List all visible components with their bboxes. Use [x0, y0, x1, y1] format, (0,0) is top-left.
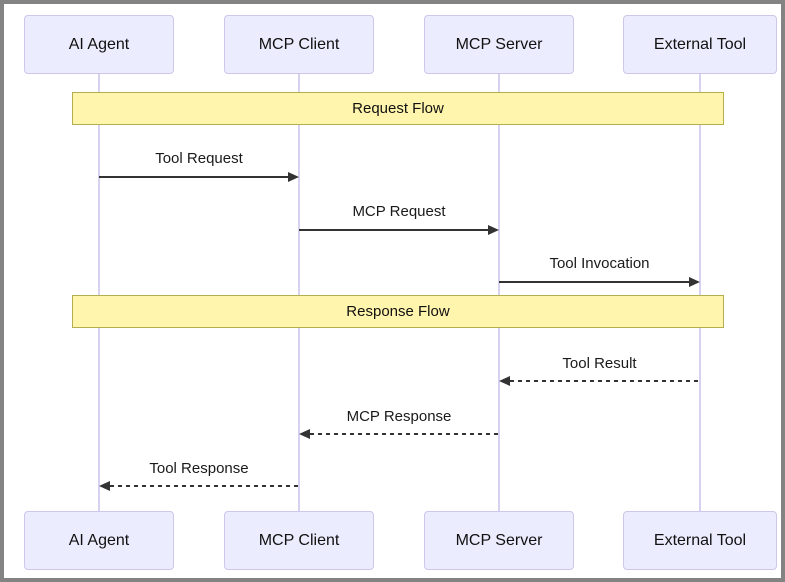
arrowhead-icon [499, 376, 510, 386]
message-label-tool-invocation: Tool Invocation [549, 254, 650, 272]
arrowhead-icon [99, 481, 110, 491]
note-response-flow: Response Flow [72, 295, 724, 328]
arrowhead-icon [288, 172, 299, 182]
actor-bottom-ai-agent: AI Agent [24, 511, 174, 570]
message-line-mcp-response [310, 433, 499, 435]
arrowhead-icon [689, 277, 700, 287]
lifeline-mcp-client [298, 74, 300, 512]
arrowhead-icon [488, 225, 499, 235]
actor-top-external-tool: External Tool [623, 15, 777, 74]
message-line-tool-response [110, 485, 299, 487]
message-label-mcp-request: MCP Request [352, 202, 446, 220]
actor-top-mcp-client: MCP Client [224, 15, 374, 74]
message-line-tool-invocation [499, 281, 689, 283]
note-request-flow: Request Flow [72, 92, 724, 125]
message-label-tool-request: Tool Request [155, 149, 243, 167]
lifeline-external-tool [699, 74, 701, 512]
message-label-tool-response: Tool Response [149, 459, 249, 477]
message-line-mcp-request [299, 229, 488, 231]
lifeline-mcp-server [498, 74, 500, 512]
actor-top-mcp-server: MCP Server [424, 15, 574, 74]
message-line-tool-result [510, 380, 700, 382]
message-label-mcp-response: MCP Response [346, 407, 452, 425]
actor-bottom-mcp-client: MCP Client [224, 511, 374, 570]
message-line-tool-request [99, 176, 288, 178]
arrowhead-icon [299, 429, 310, 439]
lifeline-ai-agent [98, 74, 100, 512]
actor-top-ai-agent: AI Agent [24, 15, 174, 74]
message-label-tool-result: Tool Result [562, 354, 637, 372]
actor-bottom-mcp-server: MCP Server [424, 511, 574, 570]
actor-bottom-external-tool: External Tool [623, 511, 777, 570]
